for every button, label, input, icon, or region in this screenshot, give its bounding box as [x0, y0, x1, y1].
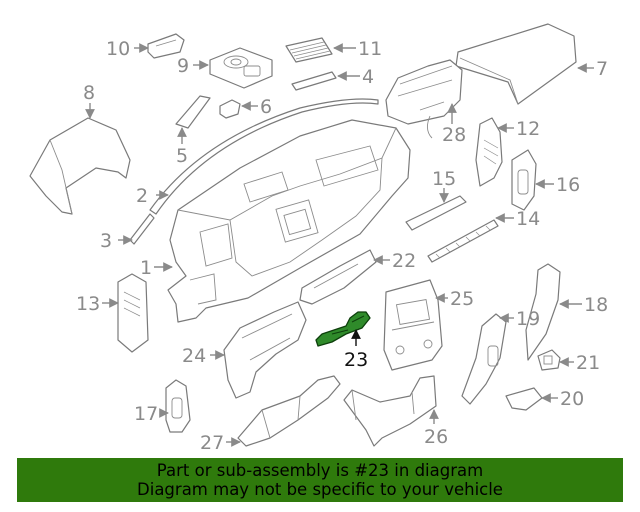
callout-16: 16 — [556, 174, 580, 196]
callout-14: 14 — [516, 208, 540, 230]
leader-lines — [85, 43, 594, 447]
callout-1: 1 — [140, 257, 152, 279]
callout-11: 11 — [358, 38, 382, 60]
callout-labels: 10 9 11 4 7 8 6 5 28 12 2 3 16 15 14 1 2… — [76, 38, 608, 452]
callout-17: 17 — [134, 403, 158, 425]
callout-24: 24 — [182, 345, 206, 367]
callout-18: 18 — [584, 294, 608, 316]
callout-19: 19 — [516, 308, 540, 330]
part-18-19-drawing — [461, 263, 561, 405]
part-6-drawing — [219, 99, 241, 119]
part-13-drawing — [117, 273, 149, 353]
callout-28: 28 — [442, 124, 466, 146]
part-12-drawing — [475, 117, 503, 187]
banner-line-2: Diagram may not be specific to your vehi… — [137, 480, 503, 499]
part-15-drawing — [405, 195, 467, 231]
info-banner: Part or sub-assembly is #23 in diagram D… — [17, 458, 623, 502]
part-2-3-drawing — [129, 98, 379, 245]
part-5-drawing — [175, 95, 211, 129]
callout-6: 6 — [260, 96, 272, 118]
part-25-drawing — [383, 279, 443, 371]
callout-15: 15 — [432, 168, 456, 190]
part-8-drawing — [29, 117, 131, 215]
callout-12: 12 — [516, 118, 540, 140]
callout-25: 25 — [450, 288, 474, 310]
part-17-drawing — [165, 379, 191, 433]
parts-diagram: 10 9 11 4 7 8 6 5 28 12 2 3 16 15 14 1 2… — [29, 23, 608, 452]
callout-23: 23 — [344, 349, 368, 371]
part-21-drawing — [537, 349, 561, 371]
part-9-drawing — [209, 47, 273, 89]
callout-8: 8 — [83, 82, 95, 104]
part-4-drawing — [291, 71, 337, 91]
callout-3: 3 — [100, 230, 112, 252]
part-27-drawing — [237, 375, 341, 447]
callout-2: 2 — [136, 185, 148, 207]
part-22-drawing — [299, 249, 377, 305]
callout-4: 4 — [362, 66, 374, 88]
part-16-drawing — [511, 149, 537, 211]
part-11-drawing — [285, 37, 333, 63]
part-24-drawing — [223, 301, 307, 399]
banner-line-1: Part or sub-assembly is #23 in diagram — [156, 461, 484, 480]
callout-9: 9 — [177, 55, 189, 77]
callout-26: 26 — [424, 426, 448, 448]
part-7-drawing — [455, 23, 577, 105]
callout-22: 22 — [392, 250, 416, 272]
callout-20: 20 — [560, 388, 584, 410]
part-23-highlighted-drawing — [315, 311, 371, 347]
callout-5: 5 — [176, 145, 188, 167]
part-14-drawing — [427, 219, 499, 263]
part-26-drawing — [343, 375, 437, 447]
callout-21: 21 — [576, 352, 600, 374]
callout-27: 27 — [200, 432, 224, 452]
part-20-drawing — [505, 387, 543, 411]
part-28-drawing — [385, 59, 463, 139]
part-1-instrument-panel-drawing — [167, 119, 411, 323]
callout-7: 7 — [596, 58, 608, 80]
callout-13: 13 — [76, 293, 100, 315]
callout-10: 10 — [106, 38, 130, 60]
